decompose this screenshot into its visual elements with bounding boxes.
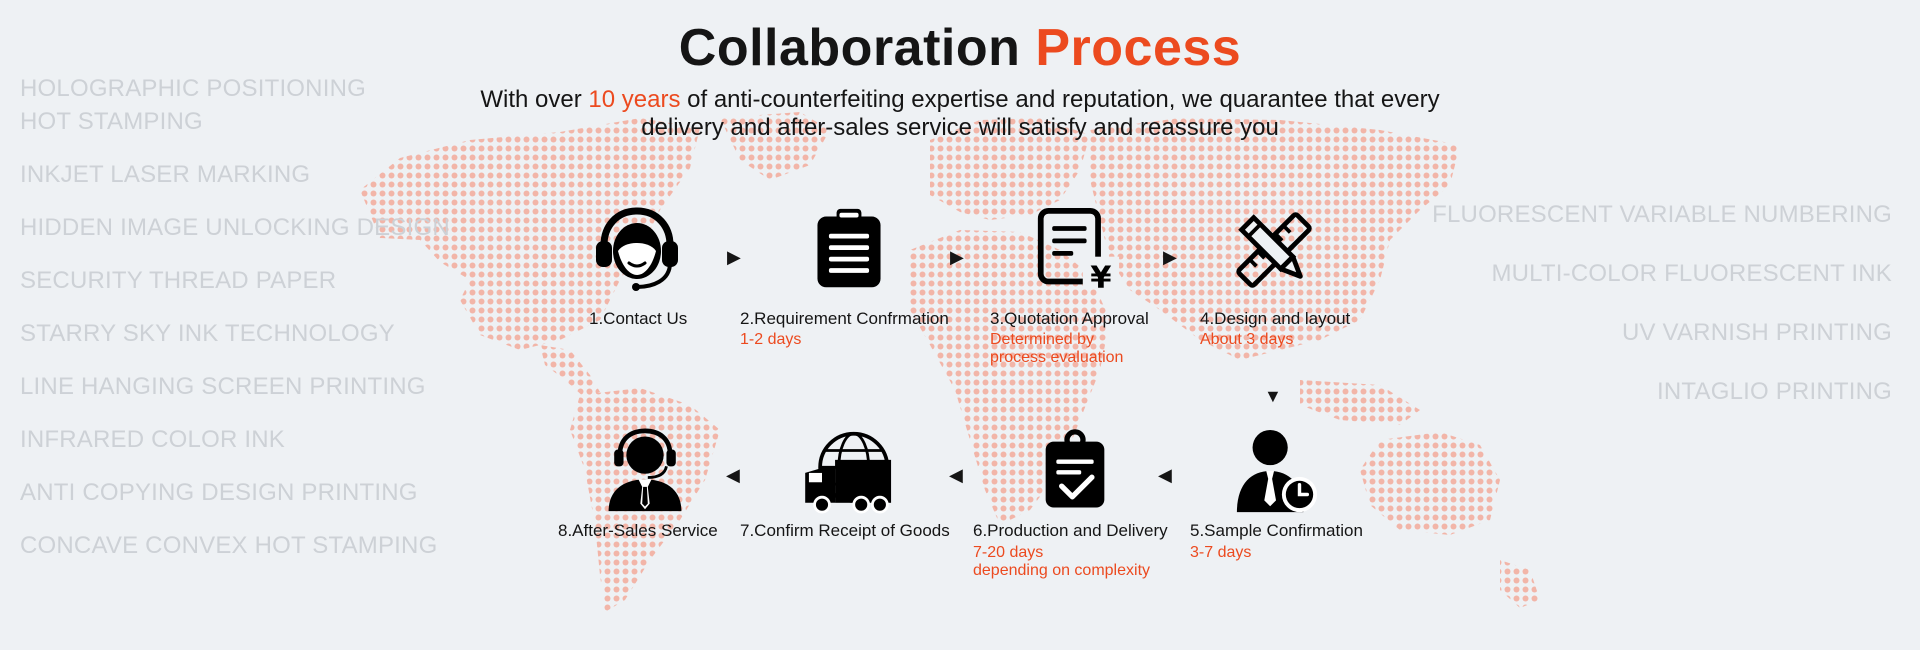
step-confirm-receipt: 7.Confirm Receipt of Goods — [740, 428, 960, 558]
step-duration: 3-7 days — [1190, 544, 1252, 561]
step-label: 6.Production and Delivery — [973, 521, 1168, 540]
pencil-ruler-icon — [1236, 212, 1312, 288]
svg-text:¥: ¥ — [1090, 260, 1111, 293]
step-label: 1.Contact Us — [589, 309, 688, 328]
step-label: 2.Requirement Confrmation — [740, 309, 949, 328]
title-main: Collaboration — [678, 19, 1021, 77]
technique-item: SECURITY THREAD PAPER — [20, 267, 337, 294]
technique-item: HOLOGRAPHIC POSITIONING HOT STAMPING — [20, 75, 366, 135]
support-agent-icon — [608, 428, 682, 512]
step-label: 3.Quotation Approval — [990, 309, 1149, 328]
arrow-right-icon: ▶ — [1163, 247, 1177, 267]
step-sample-confirmation: 5.Sample Confirmation 3-7 days — [1190, 428, 1370, 568]
clipboard-check-icon — [1045, 429, 1105, 508]
technique-item: INFRARED COLOR INK — [20, 426, 285, 453]
technique-item: HIDDEN IMAGE UNLOCKING DESIGN — [20, 214, 450, 241]
step-label: 5.Sample Confirmation — [1190, 521, 1363, 540]
step-after-sales-service: 8.After-Sales Service — [558, 428, 728, 558]
person-clock-icon — [1236, 429, 1318, 513]
page-title: Collaboration Process — [0, 18, 1920, 78]
step-duration: About 3 days — [1200, 331, 1294, 348]
arrow-left-icon: ◀ — [949, 465, 963, 485]
step-label: 8.After-Sales Service — [558, 521, 718, 540]
quotation-yen-icon: ¥ — [1037, 207, 1120, 293]
technique-item: ANTI COPYING DESIGN PRINTING — [20, 479, 418, 506]
step-design-and-layout: 4.Design and layout About 3 days — [1200, 205, 1370, 348]
arrow-left-icon: ◀ — [726, 465, 740, 485]
step-duration: 1-2 days — [740, 331, 802, 348]
arrow-left-icon: ◀ — [1158, 465, 1172, 485]
arrow-right-icon: ▶ — [950, 247, 964, 267]
page-subtitle: With over 10 years of anti-counterfeitin… — [470, 86, 1450, 142]
step-requirement-confirmation: 2.Requirement Confrmation 1-2 days — [740, 205, 960, 348]
customer-service-headset-icon — [596, 207, 678, 291]
left-technique-list: HOLOGRAPHIC POSITIONING HOT STAMPING INK… — [20, 72, 450, 582]
step-production-and-delivery: 6.Production and Delivery 7-20 days depe… — [973, 428, 1183, 588]
truck-globe-icon — [805, 431, 892, 514]
subtitle-after: of anti-counterfeiting expertise and rep… — [641, 86, 1440, 141]
title-accent: Process — [1035, 19, 1242, 77]
arrow-down-icon: ▼ — [1264, 386, 1282, 406]
technique-item: FLUORESCENT VARIABLE NUMBERING — [1432, 201, 1892, 228]
technique-item: MULTI-COLOR FLUORESCENT INK — [1491, 260, 1892, 287]
step-duration: 7-20 days depending on complexity — [973, 544, 1151, 579]
step-contact-us: 1.Contact Us — [580, 205, 710, 335]
technique-item: UV VARNISH PRINTING — [1621, 319, 1892, 346]
step-quotation-approval: ¥ 3.Quotation Approval Determined by pro… — [990, 205, 1190, 366]
right-technique-list: FLUORESCENT VARIABLE NUMBERING MULTI-COL… — [1432, 198, 1892, 434]
technique-item: LINE HANGING SCREEN PRINTING — [20, 373, 426, 400]
step-duration: Determined by process evaluation — [990, 331, 1124, 366]
technique-item: INTAGLIO PRINTING — [1657, 378, 1892, 405]
step-label: 7.Confirm Receipt of Goods — [740, 521, 950, 540]
clipboard-icon — [817, 208, 881, 288]
step-label: 4.Design and layout — [1200, 309, 1351, 328]
technique-item: CONCAVE CONVEX HOT STAMPING — [20, 532, 438, 559]
subtitle-highlight: 10 years — [588, 86, 681, 113]
technique-item: STARRY SKY INK TECHNOLOGY — [20, 320, 395, 347]
technique-item: INKJET LASER MARKING — [20, 161, 311, 188]
subtitle-before: With over — [480, 86, 589, 113]
arrow-right-icon: ▶ — [727, 247, 741, 267]
